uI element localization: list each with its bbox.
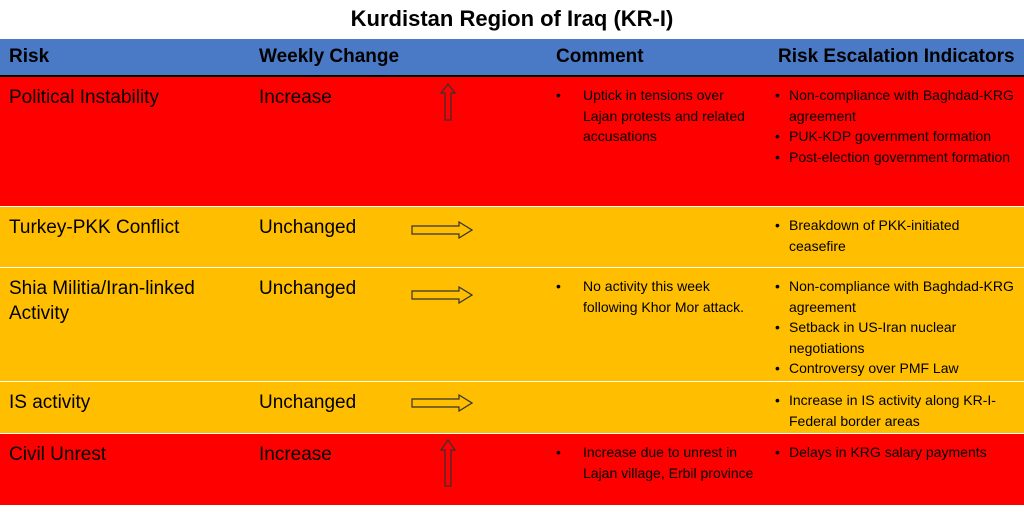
weekly-change: Unchanged (259, 392, 357, 413)
table-row: Shia Militia/Iran-linked Activity Unchan… (0, 268, 1024, 382)
table-row: IS activity Unchanged •Increase in IS ac… (0, 382, 1024, 434)
comment-item: •Uptick in tensions over Lajan protests … (556, 87, 745, 144)
weekly-change: Increase (259, 87, 332, 108)
indicator-list: •Non-compliance with Baghdad-KRG agreeme… (775, 276, 1015, 379)
arrow-right-icon (411, 394, 473, 412)
page-title: Kurdistan Region of Iraq (KR-I) (350, 6, 674, 31)
indicator-item: •Controversy over PMF Law (775, 360, 959, 376)
indicator-list: •Delays in KRG salary payments (775, 442, 1015, 463)
indicator-item: •Non-compliance with Baghdad-KRG agreeme… (775, 278, 1014, 315)
risk-name: Political Instability (9, 87, 159, 108)
weekly-change: Unchanged (259, 278, 357, 299)
indicator-list: •Breakdown of PKK-initiated ceasefire (775, 215, 1015, 256)
comment-list: •Uptick in tensions over Lajan protests … (556, 85, 761, 147)
weekly-change: Increase (259, 444, 332, 465)
comment-item: •Increase due to unrest in Lajan village… (556, 444, 754, 481)
risk-name: IS activity (9, 392, 91, 413)
indicator-item: •Post-election government formation (775, 148, 1010, 165)
header-risk: Risk (9, 46, 50, 67)
arrow-up-icon (440, 83, 456, 121)
indicator-list: •Increase in IS activity along KR-I-Fede… (775, 390, 1015, 431)
indicator-item: •Non-compliance with Baghdad-KRG agreeme… (775, 87, 1014, 124)
arrow-right-icon (411, 221, 473, 239)
risk-name: Civil Unrest (9, 444, 107, 465)
table-header: Risk Weekly Change Comment Risk Escalati… (0, 39, 1024, 77)
header-comment: Comment (556, 46, 644, 67)
table-row: Political Instability Increase •Uptick i… (0, 77, 1024, 207)
table-row: Turkey-PKK Conflict Unchanged •Breakdown… (0, 207, 1024, 268)
header-weekly-change: Weekly Change (259, 46, 400, 67)
arrow-up-icon (440, 439, 456, 487)
indicator-list: •Non-compliance with Baghdad-KRG agreeme… (775, 85, 1015, 167)
weekly-change: Unchanged (259, 217, 357, 238)
indicator-item: •Breakdown of PKK-initiated ceasefire (775, 217, 960, 254)
table-row: Civil Unrest Increase •Increase due to u… (0, 434, 1024, 506)
header-risk-escalation-indicators: Risk Escalation Indicators (778, 46, 1015, 67)
indicator-item: •Setback in US-Iran nuclear negotiations (775, 319, 957, 356)
indicator-item: •Delays in KRG salary payments (775, 444, 987, 460)
risk-name: Shia Militia/Iran-linked Activity (9, 278, 195, 324)
risk-name: Turkey-PKK Conflict (9, 217, 180, 238)
comment-item: •No activity this week following Khor Mo… (556, 278, 745, 315)
comment-list: •No activity this week following Khor Mo… (556, 276, 761, 317)
comment-list: •Increase due to unrest in Lajan village… (556, 442, 761, 483)
arrow-right-icon (411, 286, 473, 304)
indicator-item: •PUK-KDP government formation (775, 128, 992, 144)
indicator-item: •Increase in IS activity along KR-I-Fede… (775, 392, 996, 429)
